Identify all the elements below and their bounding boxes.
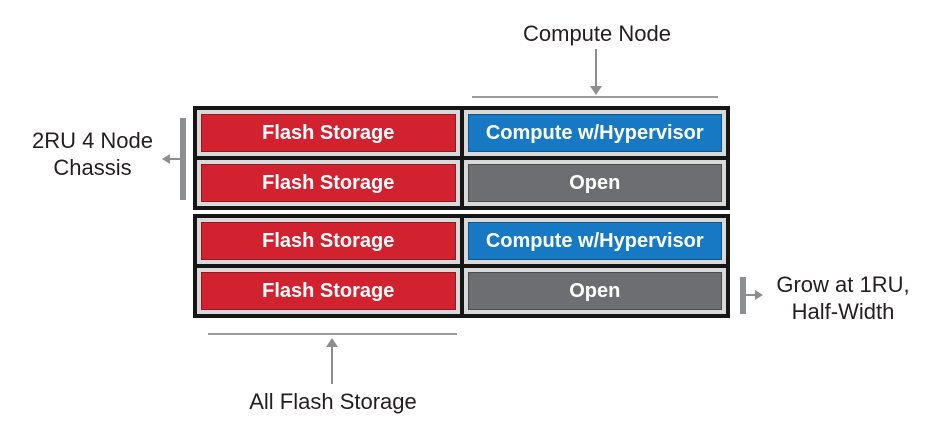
compute-node-label: Compute Node [523, 21, 671, 46]
node-compute-hypervisor: Compute w/Hypervisor [467, 114, 722, 152]
chassis-bracket-label-line2: Chassis [53, 155, 132, 180]
chassis-bottom: Flash Storage Compute w/Hypervisor Flash… [193, 214, 730, 318]
compute-node-arrow-icon [590, 86, 602, 95]
node-compute-hypervisor: Compute w/Hypervisor [467, 222, 722, 260]
all-flash-label: All Flash Storage [249, 389, 417, 414]
grow-label-line2: Half-Width [791, 299, 895, 324]
chassis-bay: Compute w/Hypervisor [463, 110, 726, 156]
all-flash-arrow-shaft [331, 347, 333, 384]
node-flash-storage: Flash Storage [201, 222, 456, 260]
grow-arrow-shaft [746, 294, 755, 296]
chassis-bay: Open [463, 268, 726, 314]
grow-label-line1: Grow at 1RU, [776, 272, 910, 297]
all-flash-arrow-icon [326, 338, 338, 347]
chassis-top: Flash Storage Compute w/Hypervisor Flash… [193, 106, 730, 210]
chassis-bay: Flash Storage [197, 160, 460, 206]
chassis-bracket-arrow-shaft [170, 158, 180, 160]
node-flash-storage: Flash Storage [201, 114, 456, 152]
chassis-bracket-bar [180, 118, 186, 200]
all-flash-span-line [208, 333, 457, 335]
grow-bracket-bar [740, 277, 746, 314]
chassis-bay: Flash Storage [197, 218, 460, 264]
compute-node-arrow-shaft [595, 49, 597, 86]
grow-arrow-icon [755, 290, 763, 300]
chassis-bay: Flash Storage [197, 110, 460, 156]
node-flash-storage: Flash Storage [201, 164, 456, 202]
node-open: Open [467, 164, 722, 202]
node-flash-storage: Flash Storage [201, 272, 456, 310]
chassis-bay: Flash Storage [197, 268, 460, 314]
chassis-bay: Compute w/Hypervisor [463, 218, 726, 264]
chassis-bracket-arrow-icon [162, 154, 170, 164]
chassis-bay: Open [463, 160, 726, 206]
node-open: Open [467, 272, 722, 310]
chassis-bracket-label-line1: 2RU 4 Node [31, 128, 154, 153]
compute-node-span-line [472, 96, 718, 98]
grow-label: Grow at 1RU, Half-Width [763, 271, 923, 325]
chassis-bracket-label: 2RU 4 Node Chassis [15, 127, 170, 181]
